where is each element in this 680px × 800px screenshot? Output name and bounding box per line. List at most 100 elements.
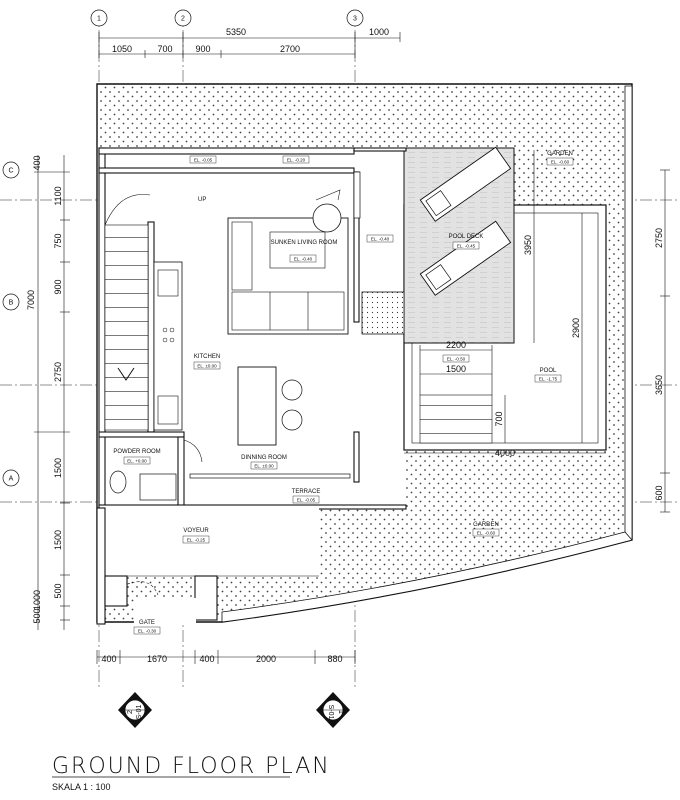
svg-text:600: 600 xyxy=(654,485,664,500)
staircase xyxy=(104,224,149,431)
svg-text:900: 900 xyxy=(53,279,63,294)
svg-text:A: A xyxy=(9,476,14,483)
sliding-door-living xyxy=(189,171,361,479)
grid-marker-2: 2 xyxy=(174,9,192,27)
svg-text:500: 500 xyxy=(32,608,42,623)
right-dimensions: 2750 3650 600 xyxy=(654,169,670,513)
svg-text:7000: 7000 xyxy=(26,290,36,310)
stair-curve xyxy=(104,194,151,226)
terrace-label: TERRACE xyxy=(292,489,321,495)
svg-text:EL. -1.75: EL. -1.75 xyxy=(539,377,558,382)
svg-text:1000: 1000 xyxy=(32,590,42,610)
svg-text:900: 900 xyxy=(195,44,210,54)
up-label: UP xyxy=(198,197,206,203)
svg-text:EL. -0.60: EL. -0.60 xyxy=(551,160,570,165)
kitchen-counter xyxy=(153,261,183,431)
svg-text:1100: 1100 xyxy=(53,186,63,205)
svg-text:EL. ±0.00: EL. ±0.00 xyxy=(197,364,217,369)
sunken-living-label: SUNKEN LIVING ROOM xyxy=(271,240,338,246)
svg-text:750: 750 xyxy=(53,233,63,248)
svg-text:EL. -0.30: EL. -0.30 xyxy=(138,629,157,634)
svg-text:3950: 3950 xyxy=(523,235,533,255)
grid-marker-b: B xyxy=(2,293,20,311)
svg-text:EL. -0.25: EL. -0.25 xyxy=(187,538,206,543)
svg-text:1500: 1500 xyxy=(53,458,63,478)
sun-lounger xyxy=(419,220,512,296)
svg-text:EL. -0.05: EL. -0.05 xyxy=(297,498,316,503)
living-sofa xyxy=(227,217,349,335)
svg-text:2750: 2750 xyxy=(53,362,63,382)
voyeur-label: VOYEUR xyxy=(183,528,209,534)
section-marker-2: 2 S-01 xyxy=(118,692,152,728)
svg-text:EL. -0.20: EL. -0.20 xyxy=(287,158,306,163)
svg-text:C: C xyxy=(8,168,13,175)
armchair xyxy=(312,189,342,233)
grid-marker-3: 3 xyxy=(346,9,364,27)
gate-label: GATE xyxy=(139,620,155,626)
svg-text:2: 2 xyxy=(127,710,134,714)
garden-top-label: GARDEN xyxy=(547,151,573,157)
svg-text:S-01: S-01 xyxy=(136,705,143,720)
drawing-scale: SKALA 1 : 100 xyxy=(52,782,111,792)
level-tags: EL. -0.05 EL. -0.20 EL. -0.40 EL. -0.40 … xyxy=(123,155,574,635)
svg-text:EL. -0.05: EL. -0.05 xyxy=(194,158,213,163)
svg-text:1050: 1050 xyxy=(112,44,132,54)
sun-lounger xyxy=(419,146,512,222)
svg-text:1: 1 xyxy=(97,16,101,23)
voyeur-area xyxy=(96,507,319,625)
svg-text:3: 3 xyxy=(353,16,357,23)
garden-bottom-label: GARDEN xyxy=(473,522,499,528)
svg-text:2700: 2700 xyxy=(280,44,300,54)
grid-marker-c: C xyxy=(2,161,20,179)
svg-text:1500: 1500 xyxy=(446,364,466,374)
svg-text:EL. ±0.00: EL. ±0.00 xyxy=(254,464,274,469)
svg-text:400: 400 xyxy=(199,654,214,664)
svg-text:2000: 2000 xyxy=(256,654,276,664)
stair-arrow-icon xyxy=(117,367,135,381)
top-dimensions: 5350 1000 1050 700 900 2700 xyxy=(98,27,401,58)
svg-text:700: 700 xyxy=(157,44,172,54)
svg-text:2750: 2750 xyxy=(654,228,664,248)
svg-text:4000: 4000 xyxy=(495,448,515,458)
door-swing xyxy=(183,439,203,463)
svg-text:400: 400 xyxy=(32,155,42,170)
grid-marker-a: A xyxy=(2,469,20,487)
powder-room-label: POWDER ROOM xyxy=(113,449,160,455)
svg-text:S-01: S-01 xyxy=(327,705,334,720)
svg-text:500: 500 xyxy=(53,583,63,598)
dining-room-label: DINNING ROOM xyxy=(241,455,287,461)
svg-text:1: 1 xyxy=(337,710,344,714)
pool-deck-label: POOL DECK xyxy=(449,234,484,240)
boundary-wall-right xyxy=(624,85,633,543)
kitchen-label: KITCHEN xyxy=(194,354,220,360)
room-labels: UP SUNKEN LIVING ROOM POOL DECK GARDEN K… xyxy=(113,151,573,626)
svg-text:1670: 1670 xyxy=(147,654,167,664)
walls xyxy=(98,147,407,510)
svg-text:EL. -0.50: EL. -0.50 xyxy=(447,357,466,362)
svg-text:EL. -0.60: EL. -0.60 xyxy=(477,531,496,536)
dining-table xyxy=(237,366,303,446)
section-marker-1: 1 S-01 xyxy=(316,692,350,728)
svg-text:B: B xyxy=(9,300,14,307)
svg-text:EL. +0.00: EL. +0.00 xyxy=(127,459,147,464)
svg-text:2900: 2900 xyxy=(571,318,581,338)
bottom-dimensions: 400 1670 400 2000 880 xyxy=(96,650,356,664)
pool-label: POOL xyxy=(540,368,557,374)
svg-text:1500: 1500 xyxy=(53,530,63,550)
svg-text:EL. -0.45: EL. -0.45 xyxy=(457,244,476,249)
svg-text:EL. -0.40: EL. -0.40 xyxy=(371,237,390,242)
boundary-wall-curve xyxy=(221,531,633,623)
grid-marker-1: 1 xyxy=(90,9,108,27)
svg-text:880: 880 xyxy=(327,654,342,664)
drawing-title: GROUND FLOOR PLAN xyxy=(52,754,331,779)
powder-room-fixtures xyxy=(109,470,177,501)
planter-box xyxy=(361,291,405,335)
svg-text:EL. -0.40: EL. -0.40 xyxy=(294,257,313,262)
left-dimensions: 7000 400 1100 750 900 2750 1500 1500 100… xyxy=(26,155,70,630)
svg-text:1000: 1000 xyxy=(369,27,389,37)
svg-text:400: 400 xyxy=(101,654,116,664)
svg-text:700: 700 xyxy=(494,411,504,426)
svg-text:3650: 3650 xyxy=(654,375,664,395)
svg-text:2: 2 xyxy=(181,16,185,23)
pool-dimensions: 2200 1500 4000 3950 2900 700 xyxy=(404,150,606,458)
